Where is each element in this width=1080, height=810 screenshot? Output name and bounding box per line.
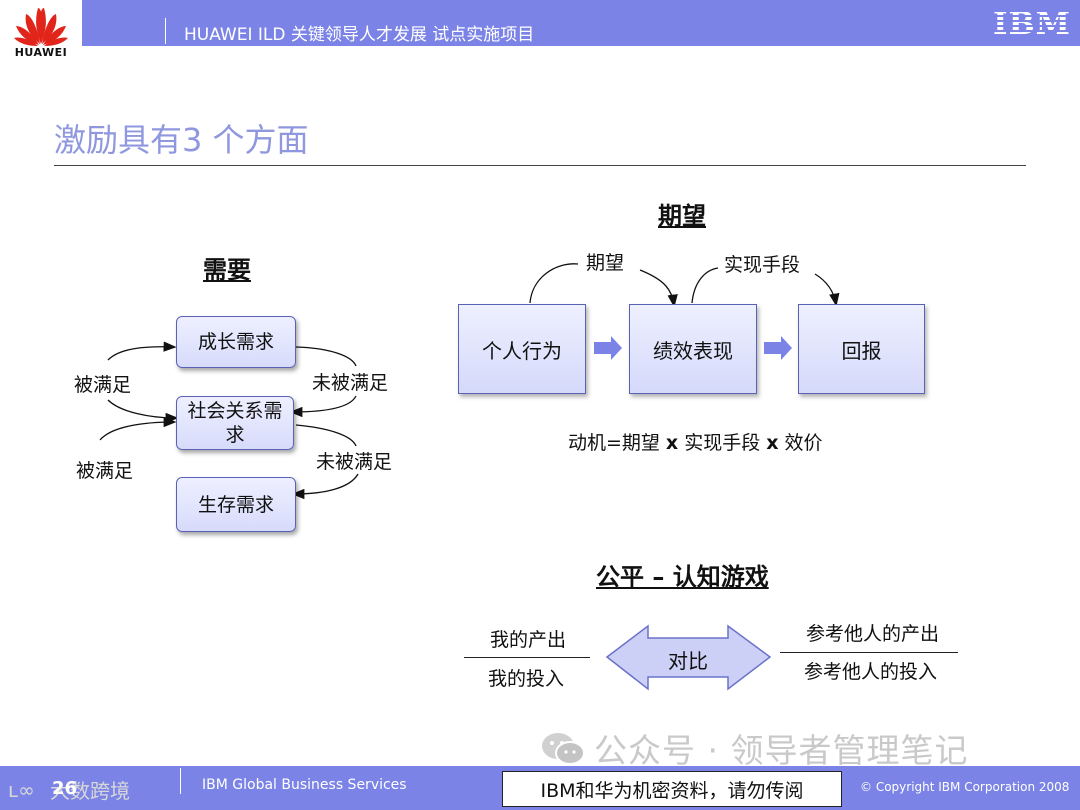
instrumentality-label: 实现手段 [724,254,801,276]
performance-box: 绩效表现 [629,304,757,394]
left-watermark-text: 大数跨境 [50,779,130,803]
behavior-box: 个人行为 [458,304,586,394]
header-bar [0,0,1080,46]
page-title: 激励具有3 个方面 [54,121,309,159]
formula-part-c: 效价 [784,432,823,454]
footer-services: IBM Global Business Services [202,777,407,793]
svg-text:ʟ∞: ʟ∞ [8,778,35,802]
formula-part-a: 动机=期望 [568,432,660,454]
compare-label: 对比 [668,649,708,673]
formula-part-b: 实现手段 [684,432,761,454]
formula-op-1: x [665,432,679,454]
huawei-petal-icon [14,8,68,46]
relatedness-needs-box: 社会关系需求 [176,396,294,450]
reward-box: 回报 [798,304,925,394]
huawei-wordmark: HUAWEI [14,46,68,59]
wechat-icon [540,729,586,777]
copyright: © Copyright IBM Corporation 2008 [860,780,1070,794]
needs-heading: 需要 [203,256,251,284]
equity-heading: 公平 – 认知游戏 [596,563,769,591]
left-watermark: ʟ∞ 大数跨境 [8,775,130,808]
expectancy-heading: 期望 [658,202,706,230]
needs-unsatisfied-label-2: 未被满足 [316,451,393,473]
huawei-logo [0,0,82,62]
my-input-label: 我的投入 [488,668,565,690]
needs-satisfied-label-2: 被满足 [76,460,134,482]
needs-unsatisfied-label-1: 未被满足 [312,372,389,394]
growth-needs-box: 成长需求 [176,316,296,368]
ibm-logo-icon: IBM [994,6,1070,39]
confidential-notice: IBM和华为机密资料，请勿传阅 [502,771,842,807]
page-number: 26 [52,778,78,799]
watermark-text: 公众号 · 领导者管理笔记 [594,731,969,770]
others-input-label: 参考他人的投入 [804,661,938,683]
watermark-logo-icon: ʟ∞ [8,777,50,808]
existence-needs-box: 生存需求 [176,477,296,532]
others-ratio-line [780,652,958,653]
title-divider [54,165,1026,166]
header-title: HUAWEI ILD 关键领导人才发展 试点实施项目 [184,25,535,45]
others-output-label: 参考他人的产出 [806,623,940,645]
header-divider [165,18,166,44]
formula-op-2: x [766,432,779,454]
wechat-watermark: 公众号 · 领导者管理笔记 [540,724,968,777]
footer-divider [180,768,181,794]
my-ratio-line [464,657,590,658]
needs-satisfied-label-1: 被满足 [74,374,132,396]
expectancy-label: 期望 [586,252,625,274]
my-output-label: 我的产出 [490,629,567,651]
